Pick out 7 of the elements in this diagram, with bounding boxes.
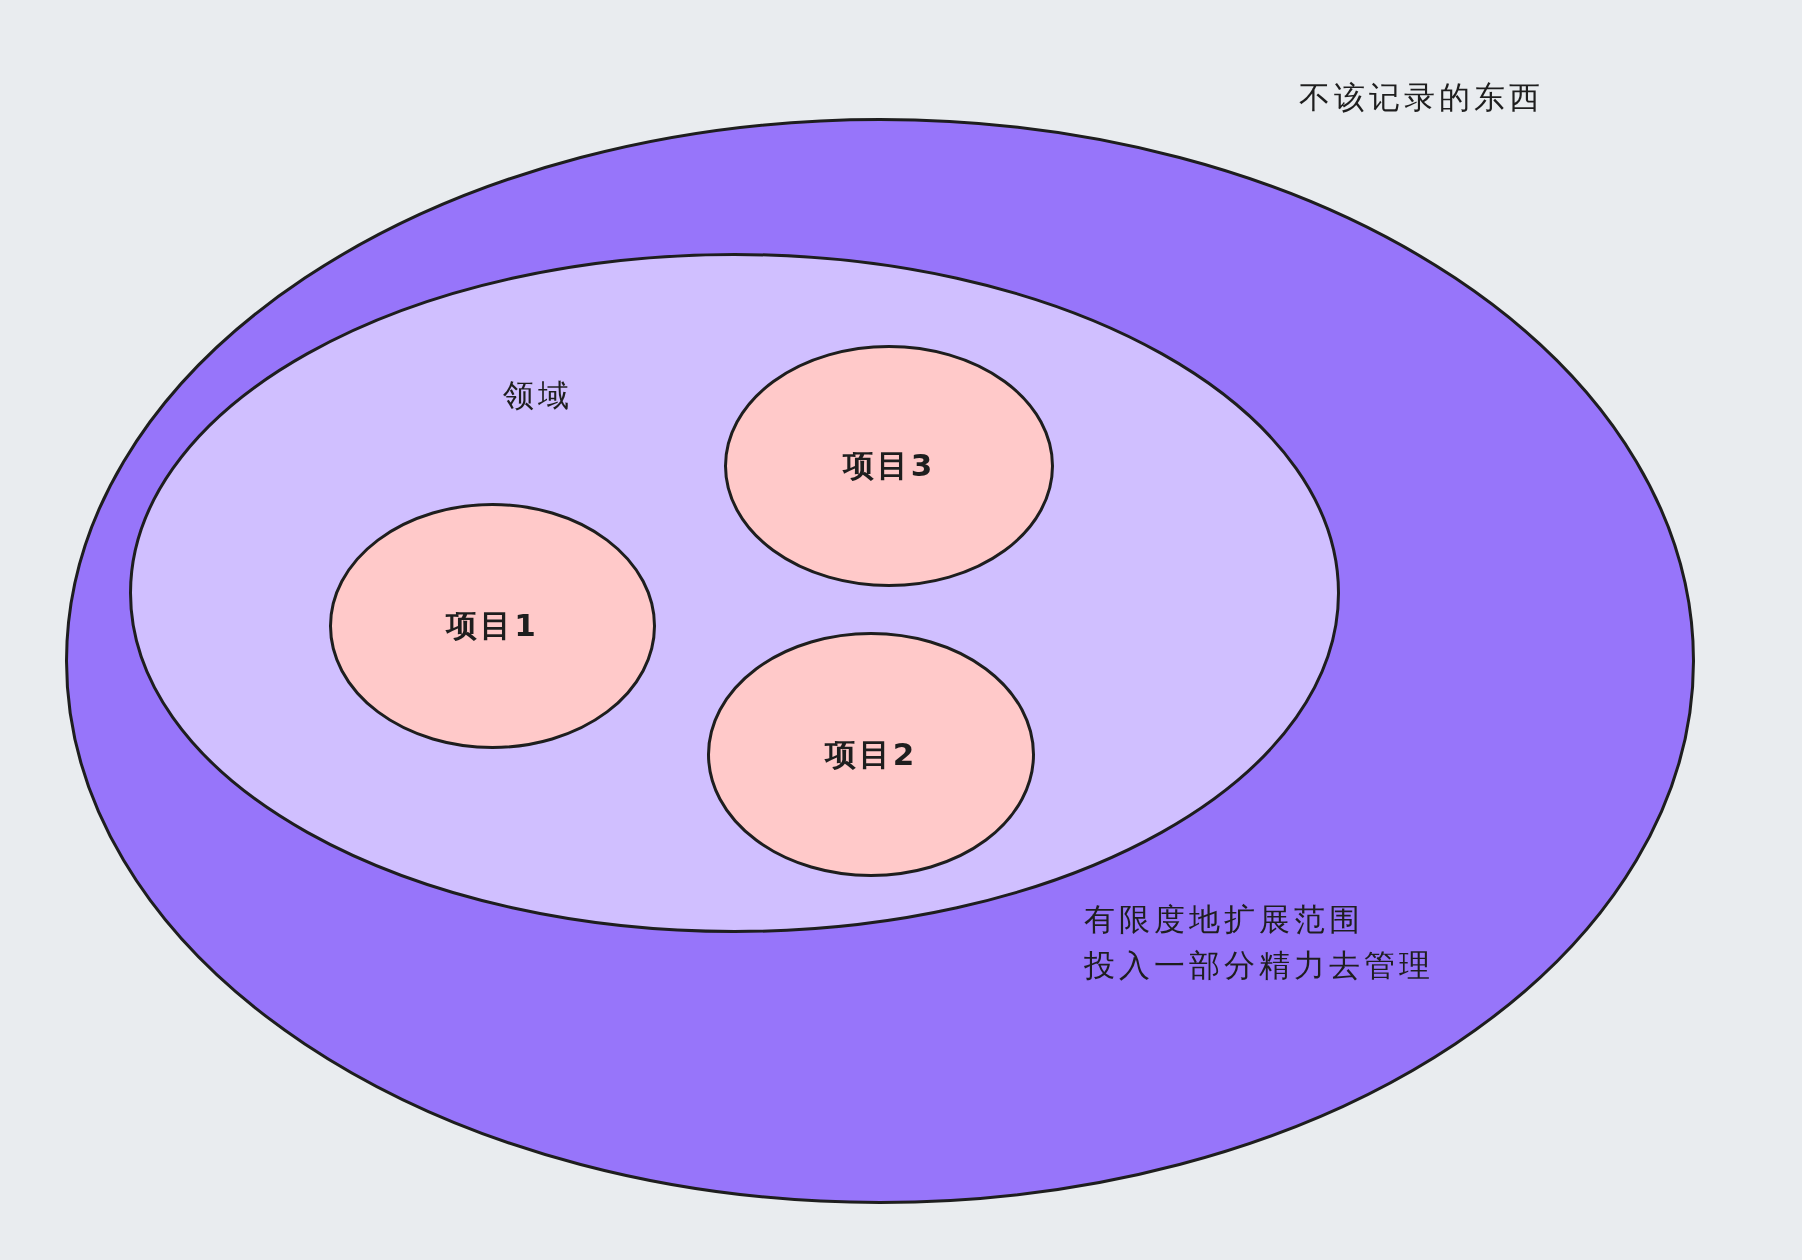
project-label: 项目1 [446, 607, 539, 645]
outside-label: 不该记录的东西 [1299, 79, 1544, 117]
project-label: 项目3 [842, 447, 936, 485]
note-text: 投入一部分精力去管理 [1084, 947, 1434, 985]
domain-label: 领域 [503, 377, 573, 415]
project-label: 项目2 [824, 735, 918, 774]
note-text: 有限度地扩展范围 [1084, 901, 1364, 939]
